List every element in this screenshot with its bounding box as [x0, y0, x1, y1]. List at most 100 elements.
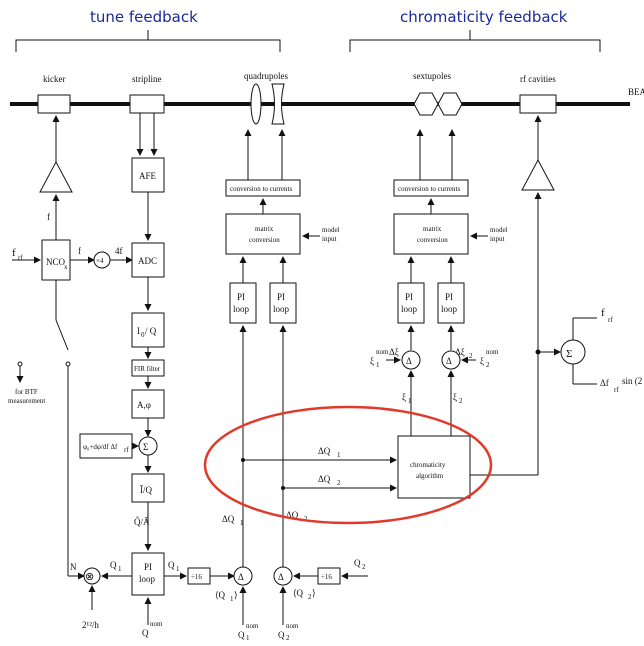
adc-label: ADC — [138, 256, 157, 266]
btf-label-1: for BTF — [15, 388, 38, 396]
avg-q1-label: ⟨Q — [215, 590, 226, 600]
nco-sub-label: x — [64, 263, 68, 271]
q2-in-label: Q — [354, 558, 361, 568]
q1-nom-quad-label: Q — [238, 630, 245, 640]
avg-q2-close: ⟩ — [312, 588, 316, 598]
chromaticity-highlight-ellipse — [203, 405, 493, 525]
quad-pi2-label-1: PI — [277, 292, 285, 302]
quad-pi-loop-2 — [269, 282, 297, 324]
amplitude-phase-block — [131, 389, 165, 419]
stripline-label: stripline — [132, 74, 162, 84]
q1-delta-node — [233, 566, 253, 586]
xi2-out-sub: 2 — [459, 397, 463, 405]
btf-label-2: measurement — [8, 397, 45, 405]
q1-nom-quad-sup: nom — [246, 622, 259, 630]
kicker-amplifier-icon — [39, 160, 73, 193]
quad-model-label-1: model — [322, 226, 340, 234]
tune-pi-label-1: PI — [144, 562, 152, 572]
f-label-x4-in: f — [78, 246, 81, 256]
qa-tilde-label: Q̃/Ã — [134, 517, 150, 527]
q1-nom-tune-sup: nom — [150, 620, 163, 628]
xi2-nom-sub: 2 — [486, 361, 490, 369]
nco-label: NCO — [46, 257, 66, 267]
sext-matrix-conversion-block — [393, 213, 469, 255]
sext-pi1-label-2: loop — [401, 304, 418, 314]
q2-delta-symbol: Δ — [278, 572, 284, 582]
f-rf-input-label: f — [12, 247, 16, 259]
dq1-to-chrom-label: ΔQ — [318, 446, 331, 456]
q2-nom-quad-sup: nom — [286, 622, 299, 630]
dq2-label: ΔQ — [286, 510, 299, 520]
div16-label-2: ÷16 — [321, 573, 332, 581]
quad-model-label-2: input — [322, 235, 336, 243]
avg-q2-sub: 2 — [308, 593, 312, 601]
mult-symbol: ⊗ — [85, 571, 94, 583]
dxi1-label: Δξ — [389, 347, 399, 357]
phase-offset-label: φ₀+dφ/df Δf — [83, 443, 118, 451]
q2-nom-quad-sub: 2 — [286, 634, 290, 642]
focusing-quad-icon — [250, 83, 262, 125]
dxi2-sub: 2 — [469, 352, 473, 360]
quad-matrix-label-2: conversion — [249, 236, 280, 244]
iq-label: I — [137, 326, 140, 336]
iq-demod-block — [131, 312, 165, 348]
xi1-delta-node — [401, 350, 421, 370]
xi1-nom-label: ξ — [370, 356, 374, 366]
n-label: N — [70, 562, 77, 572]
phase-sum-symbol: Σ — [143, 442, 148, 452]
iq-tilde-block — [131, 473, 165, 503]
xi1-out-sub: 1 — [408, 397, 412, 405]
4f-label: 4f — [115, 246, 123, 256]
sin-label: sin (2 — [622, 376, 642, 386]
beam-label: BEA — [628, 87, 644, 97]
afe-block — [131, 157, 165, 193]
q2-in-sub: 2 — [362, 563, 366, 571]
chromaticity-feedback-brace — [349, 30, 601, 52]
tune-feedback-brace — [15, 30, 281, 52]
sext-matrix-label-2: conversion — [417, 236, 448, 244]
phase-offset-sub: rf — [124, 446, 129, 454]
xi1-nom-sup: nom — [376, 348, 389, 356]
xi2-nom-sup: nom — [486, 348, 499, 356]
xi1-out-label: ξ — [402, 392, 406, 402]
chromaticity-algorithm-block — [397, 435, 471, 499]
dq1-sub: 1 — [240, 519, 244, 527]
dq2-to-chrom-label: ΔQ — [318, 474, 331, 484]
q2-nom-quad-label: Q — [278, 630, 285, 640]
x4-label: ×4 — [96, 257, 104, 265]
avg-q2-label: ⟨Q — [293, 588, 304, 598]
tune-pi-loop-block — [131, 552, 165, 596]
iq-tilde-label: Ĩ/Q — [140, 485, 152, 495]
iq-sub: 0 — [141, 331, 145, 339]
tune-feedback-header: tune feedback — [90, 8, 198, 26]
q1-out-label: Q — [168, 560, 175, 570]
df-rf-sub: rf — [614, 386, 619, 394]
rf-cavity-element — [519, 94, 557, 114]
xi2-delta-symbol: Δ — [446, 356, 452, 366]
f-rf-right-sub: rf — [608, 316, 613, 324]
dq1-to-chrom-sub: 1 — [337, 451, 341, 459]
stripline-element — [129, 94, 165, 114]
f-rf-input-sub: rf — [18, 254, 23, 262]
afe-label: AFE — [139, 171, 157, 181]
q1-delta-symbol: Δ — [238, 572, 244, 582]
dq1-label: ΔQ — [222, 514, 235, 524]
quad-pi1-label-1: PI — [237, 292, 245, 302]
quad-pi-loop-1 — [229, 282, 257, 324]
xi2-out-label: ξ — [453, 392, 457, 402]
quad-conversion-label: conversion to currents — [230, 185, 292, 193]
tune-pi-label-2: loop — [139, 574, 156, 584]
sext-pi2-label-2: loop — [441, 304, 458, 314]
chrom-algo-label-1: chromaticity — [410, 461, 446, 469]
f-label-nco-out: f — [47, 212, 50, 222]
sext-matrix-label-1: matrix — [423, 225, 442, 233]
rf-sum-symbol: Σ — [566, 348, 572, 360]
xi2-delta-node — [441, 350, 461, 370]
dq2-to-chrom-sub: 2 — [337, 479, 341, 487]
xi1-nom-sub: 1 — [376, 361, 380, 369]
avg-q1-sub: 1 — [230, 595, 234, 603]
sextupoles-label: sextupoles — [413, 71, 451, 81]
quad-matrix-conversion-block — [225, 213, 301, 255]
df-rf-label: Δf — [600, 378, 609, 388]
